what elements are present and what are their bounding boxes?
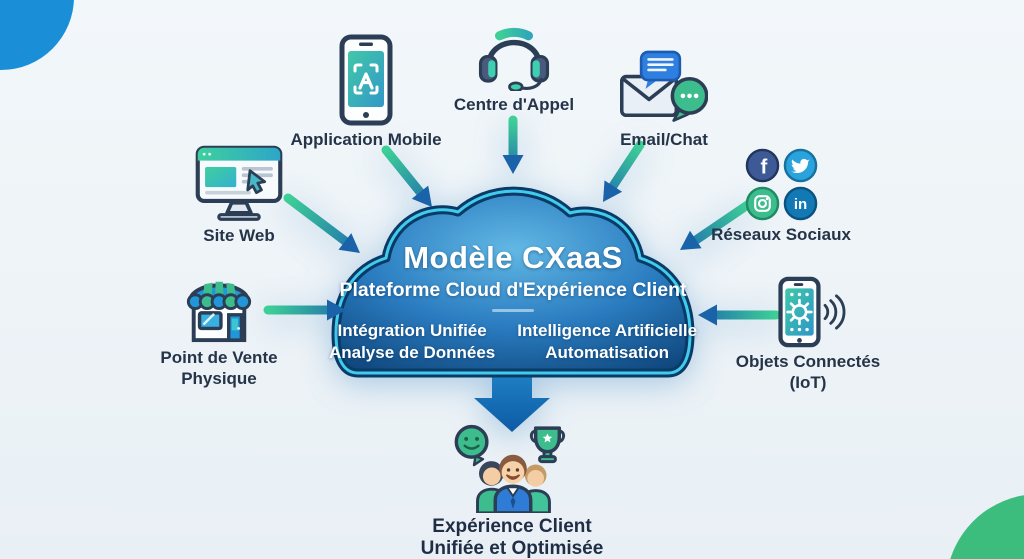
instagram-icon [745,186,779,221]
email-chat-icon [620,50,708,122]
cloud-feature-left: Intégration Unifiée Analyse de Données [328,320,496,363]
cloud-subtitle: Plateforme Cloud d'Expérience Client [339,279,687,301]
svg-text:in: in [793,196,806,213]
channel-site-web: Site Web [139,145,339,247]
channel-centre-appel: Centre d'Appel [414,24,614,116]
cxaas-cloud [331,186,695,378]
svg-text:f: f [760,156,767,178]
channel-application-mobile: Application Mobile [266,34,466,151]
storefront-icon [186,281,252,343]
social-icons-grid: f in [745,148,818,221]
customers-trophy-icon [454,424,566,513]
channel-reseaux-sociaux: f in Réseaux Sociaux [681,148,881,246]
desktop-monitor-icon [195,145,283,221]
channel-point-de-vente: Point de Vente Physique [119,272,319,389]
trophy-icon [529,426,566,464]
wireless-waves-icon [823,294,846,330]
cloud-content: Modèle CXaaS Plateforme Cloud d'Expérien… [323,240,703,365]
result-experience-client: Expérience Client Unifiée et Optimisée [412,422,612,559]
facebook-icon: f [745,148,779,183]
cloud-divider [492,309,534,312]
cloud-title: Modèle CXaaS [403,240,623,275]
linkedin-icon: in [783,186,817,221]
result-label: Expérience Client Unifiée et Optimisée [420,516,604,559]
channel-label: Réseaux Sociaux [711,225,851,244]
cloud-feature-right: Intelligence Artificielle Automatisation [517,320,698,363]
iot-device-icon [778,276,846,348]
twitter-icon [783,148,817,183]
mobile-app-icon [339,34,393,126]
channel-label: Email/Chat [620,130,708,149]
channel-label: Centre d'Appel [453,95,575,114]
channel-arrows [263,115,781,326]
channel-objets-connectes: Objets Connectés (IoT) [708,276,908,393]
channel-email-chat: Email/Chat [564,50,764,151]
channel-label: Point de Vente Physique [160,348,278,388]
headset-icon [478,27,550,91]
channel-label: Objets Connectés (IoT) [735,352,881,392]
channel-label: Site Web [203,226,275,245]
channel-label: Application Mobile [290,130,442,149]
person-center [493,454,533,513]
